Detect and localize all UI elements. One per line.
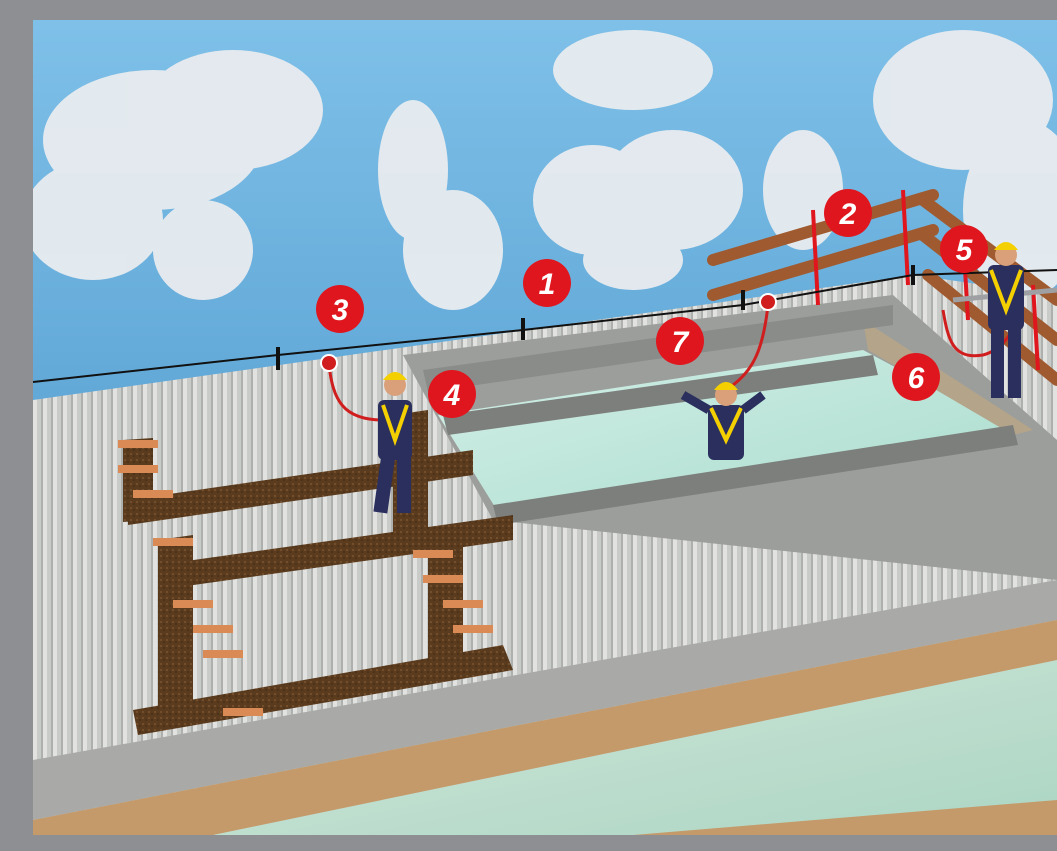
marker-6: 6 bbox=[892, 353, 940, 401]
marker-number: 3 bbox=[332, 294, 349, 327]
marker-2: 2 bbox=[824, 189, 872, 237]
marker-number: 4 bbox=[443, 379, 461, 412]
marker-number: 2 bbox=[839, 198, 857, 231]
roof-safety-illustration: 1 2 3 4 5 6 7 bbox=[33, 20, 1057, 835]
marker-4: 4 bbox=[428, 370, 476, 418]
marker-number: 5 bbox=[956, 234, 974, 267]
marker-3: 3 bbox=[316, 285, 364, 333]
marker-5: 5 bbox=[940, 225, 988, 273]
marker-7: 7 bbox=[656, 317, 704, 365]
marker-number: 7 bbox=[672, 326, 690, 359]
marker-number: 6 bbox=[908, 362, 925, 395]
marker-number: 1 bbox=[539, 268, 556, 301]
marker-1: 1 bbox=[523, 259, 571, 307]
